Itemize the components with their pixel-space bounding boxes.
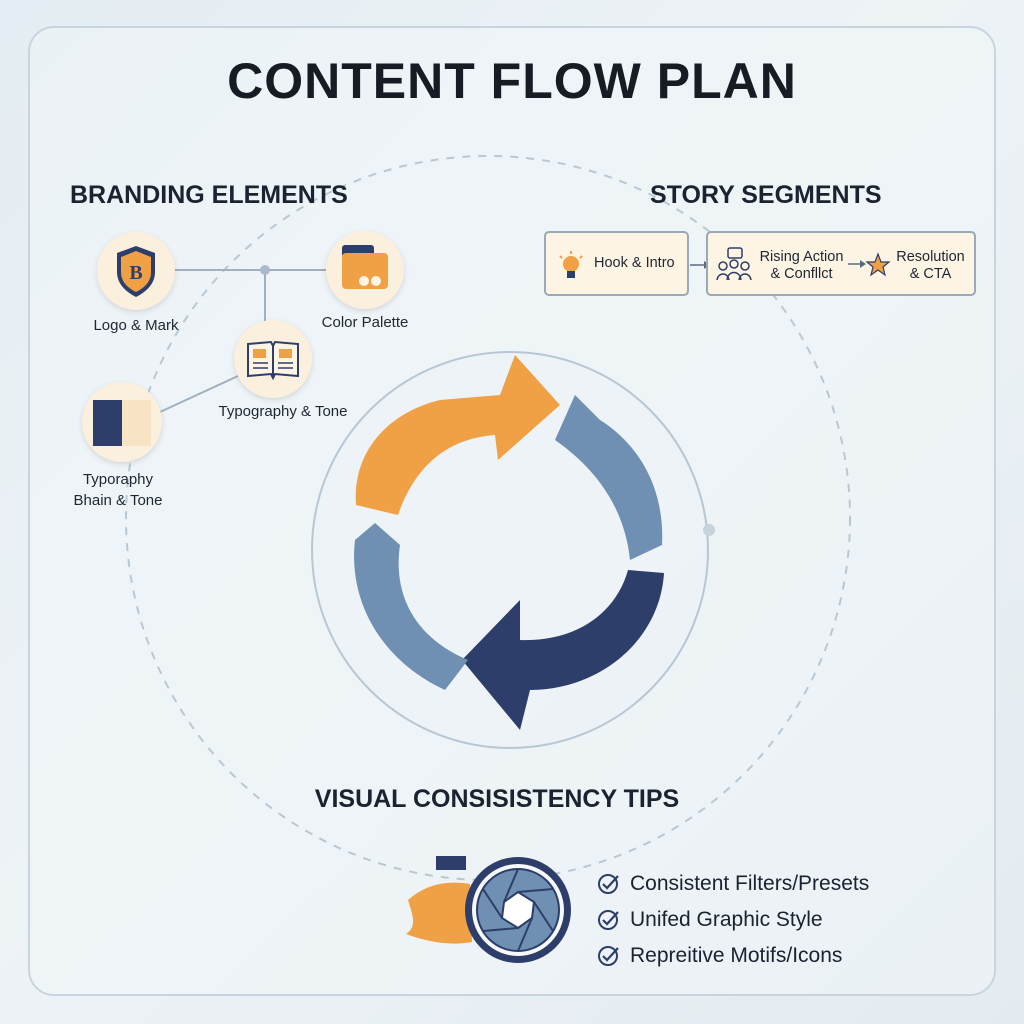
segment-rising-resolution: Rising Action & Confllct Resolution & CT… [706,231,976,296]
segment-resolution-line1: Resolution [896,249,965,265]
typography-node [234,320,312,398]
color-swatch-node [82,382,162,462]
branding-heading: BRANDING ELEMENTS [70,181,348,209]
tip-label: Unifed Graphic Style [630,908,823,931]
color-swatch-icon [93,400,151,446]
cycle-arrow-blue-right [555,395,663,560]
connector-node [260,265,270,275]
story-heading: STORY SEGMENTS [650,181,882,209]
check-circle-icon [598,874,619,894]
segment-rising-label: Rising Action & Confllct [754,249,849,283]
segment-hook: Hook & Intro [544,231,689,296]
color-swatch-label-line1: Typoraphy [82,471,154,488]
star-icon [865,252,891,277]
color-swatch-label-line2: Bhain & Tone [73,492,163,509]
check-circle-icon [598,946,619,966]
check-circle-icon [598,910,619,930]
segment-resolution-label: Resolution & CTA [888,249,973,283]
cycle-arrow-orange [355,355,560,515]
tip-label: Repreitive Motifs/Icons [630,944,843,967]
segment-rising-line1: Rising Action [759,249,844,265]
segment-resolution-line2: & CTA [909,266,952,282]
svg-text:B: B [129,262,142,284]
dashed-orbit [125,155,851,881]
people-chat-icon [716,247,752,281]
tips-heading: VISUAL CONSISISTENCY TIPS [314,785,680,813]
segment-hook-label: Hook & Intro [594,255,675,271]
logo-mark-label: Logo & Mark [93,317,179,334]
shield-logo-icon: B [117,246,155,297]
cycle-arrow-navy [462,570,664,730]
palette-card-icon [342,245,388,289]
camera-aperture-icon [406,856,571,963]
typography-label: Typography & Tone [218,403,348,420]
open-book-icon [247,340,299,381]
color-swatch-label: Typoraphy Bhain & Tone [48,469,188,511]
cycle-arrow-blue-left [354,523,468,690]
color-palette-node [326,231,404,309]
tip-item: Repreitive Motifs/Icons [596,938,869,974]
segment-rising-line2: & Confllct [770,266,833,282]
color-palette-label: Color Palette [321,314,409,331]
tips-list: Consistent Filters/Presets Unifed Graphi… [596,866,869,974]
tip-item: Consistent Filters/Presets [596,866,869,902]
orbit-dot [703,524,715,536]
logo-mark-node: B [97,232,175,310]
page-title: CONTENT FLOW PLAN [227,53,797,109]
lightbulb-icon [559,251,583,278]
connector-line [159,375,239,413]
flow-arrow-icon [848,260,866,268]
tip-item: Unifed Graphic Style [596,902,869,938]
tip-label: Consistent Filters/Presets [630,872,870,895]
